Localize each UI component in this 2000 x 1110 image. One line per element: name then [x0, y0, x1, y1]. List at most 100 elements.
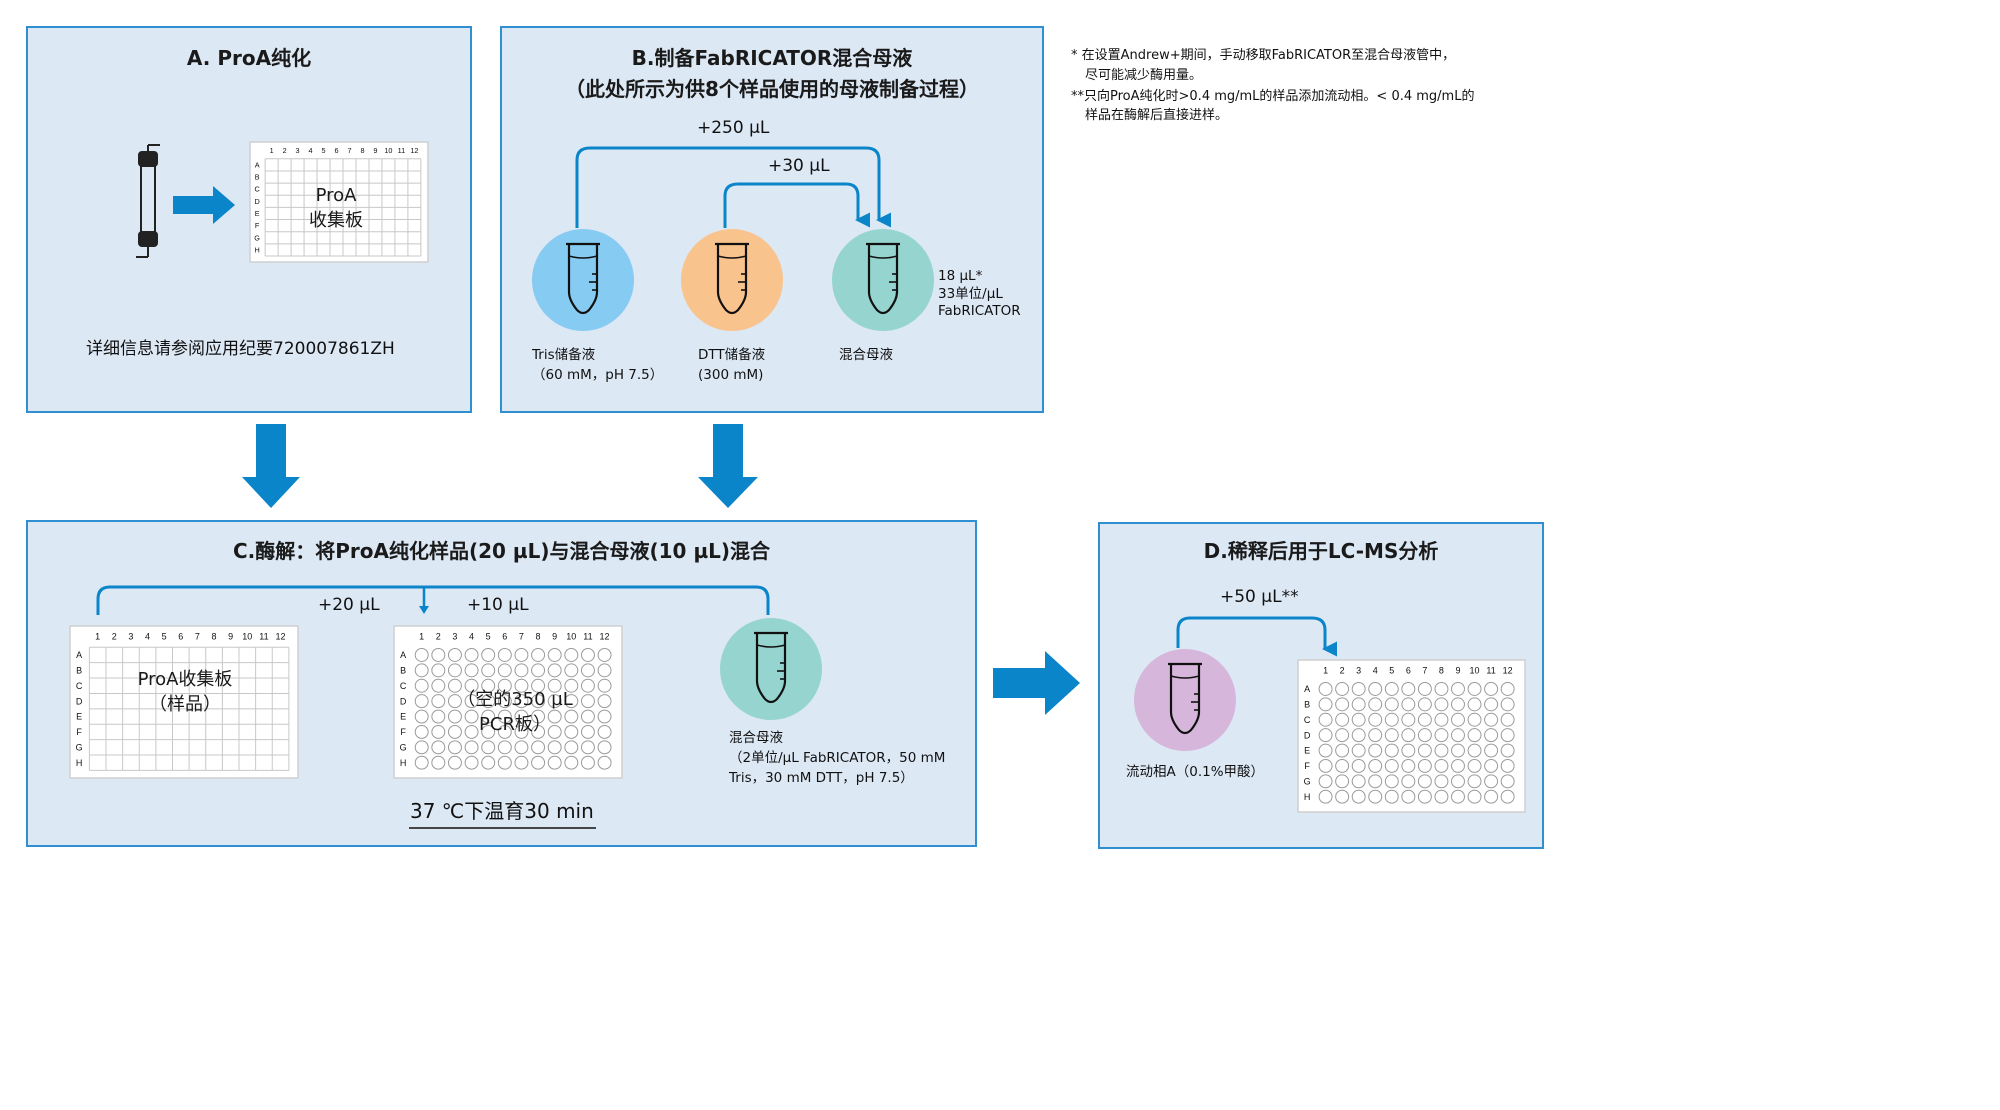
dtt-label-line2: (300 mM) — [698, 367, 764, 383]
plate-well — [1335, 789, 1350, 804]
enzyme-volume: 18 µL* — [938, 268, 983, 284]
plate-column-label: 7 — [347, 146, 351, 155]
plate-column-label: 2 — [436, 632, 441, 642]
plate-column-label: 4 — [1373, 666, 1378, 676]
reference-note: 详细信息请参阅应用纪要720007861ZH — [86, 339, 395, 359]
plate-well — [1451, 682, 1465, 696]
tris-label-line1: Tris储备液 — [532, 347, 596, 363]
add-tris-volume: +250 µL — [697, 118, 770, 138]
plate-well — [1434, 682, 1449, 696]
plate-well — [1434, 789, 1449, 804]
plate-well — [1384, 774, 1399, 789]
plate-well — [1368, 728, 1383, 743]
plate-well — [1467, 697, 1482, 712]
add-mix-volume: +10 µL — [467, 595, 529, 615]
plate-well — [547, 694, 562, 709]
flow-line-transfer — [96, 585, 770, 615]
tube-icon — [1168, 662, 1202, 735]
plate-well — [1500, 682, 1515, 696]
plate-row-label: H — [1304, 792, 1311, 802]
plate-row-label: H — [400, 758, 407, 768]
plate-well — [1451, 697, 1465, 712]
plate-well — [497, 755, 512, 770]
plate-well — [1384, 789, 1399, 804]
mix-c-label-line2: （2单位/µL FabRICATOR，50 mM — [729, 750, 946, 766]
tube-icon — [566, 242, 600, 315]
plate-c2-label-line2: PCR板） — [479, 714, 551, 735]
add-mobile-volume: +50 µL** — [1220, 587, 1299, 607]
plate-row-label: A — [255, 160, 260, 169]
plate-column-label: 9 — [552, 632, 557, 642]
plate-well — [497, 709, 512, 724]
plate-well — [580, 663, 595, 678]
arrow-down-icon-right — [698, 424, 758, 508]
plate-well — [564, 694, 579, 709]
mix-c-label-line3: Tris，30 mM DTT，pH 7.5） — [729, 770, 914, 786]
plate-well — [1318, 712, 1333, 727]
plate-well — [1417, 774, 1432, 789]
plate-well — [481, 694, 496, 709]
plate-well — [564, 663, 579, 678]
plate-well — [1318, 774, 1333, 789]
plate-well — [531, 694, 546, 709]
plate-well — [547, 724, 562, 739]
plate-well — [580, 740, 595, 755]
plate-well — [1417, 789, 1432, 804]
plate-well — [1368, 743, 1383, 758]
plate-well — [514, 663, 529, 678]
mix-label: 混合母液 — [839, 347, 893, 363]
plate-row-label: F — [255, 221, 260, 230]
plate-well — [1500, 758, 1515, 773]
panel-d-title: D.稀释后用于LC-MS分析 — [1203, 539, 1439, 563]
plate-well — [1434, 774, 1449, 789]
plate-well — [1318, 743, 1333, 758]
transfer-arrow-tip — [419, 606, 429, 614]
plate-well — [514, 678, 529, 693]
plate-well — [431, 709, 446, 724]
plate-well — [1451, 789, 1465, 804]
plate-well — [1417, 682, 1432, 696]
plate-well — [1351, 712, 1366, 727]
plate-well — [1368, 774, 1383, 789]
plate-column-label: 10 — [384, 146, 392, 155]
plate-well — [464, 755, 479, 770]
plate-frame — [69, 625, 299, 779]
plate-well — [514, 724, 529, 739]
plate-well — [447, 694, 462, 709]
plate-row-label: D — [1304, 730, 1311, 740]
plate-well — [431, 648, 446, 662]
plate-well — [447, 709, 462, 724]
plate-column-label: 12 — [1503, 666, 1513, 676]
plate-row-label: C — [400, 681, 407, 691]
plate-c1-label-line2: （样品） — [149, 694, 221, 715]
plate-column-label: 5 — [1389, 666, 1394, 676]
plate-well — [414, 709, 429, 724]
plate-well — [464, 694, 479, 709]
plate-well — [447, 648, 462, 662]
plate-column-label: 3 — [452, 632, 457, 642]
plate-well — [1467, 712, 1482, 727]
plate-well — [547, 678, 562, 693]
plate-well — [564, 678, 579, 693]
plate-well — [514, 740, 529, 755]
plate-column-label: 1 — [1323, 666, 1328, 676]
plate-well — [564, 755, 579, 770]
plate-column-label: 10 — [242, 632, 252, 642]
plate-row-label: E — [1304, 746, 1310, 756]
dtt-label-line1: DTT储备液 — [698, 347, 766, 363]
plate-well — [1401, 758, 1416, 773]
plate-column-label: 2 — [112, 632, 117, 642]
plate-well — [1451, 774, 1465, 789]
plate-column-label: 9 — [228, 632, 233, 642]
plate-row-label: F — [76, 727, 82, 737]
plate-column-label: 2 — [1340, 666, 1345, 676]
plate-column-label: 7 — [195, 632, 200, 642]
plate-well — [531, 678, 546, 693]
plate-well — [1484, 728, 1499, 743]
plate-well — [1401, 743, 1416, 758]
plate-column-label: 9 — [1455, 666, 1460, 676]
plate-well — [1384, 728, 1399, 743]
